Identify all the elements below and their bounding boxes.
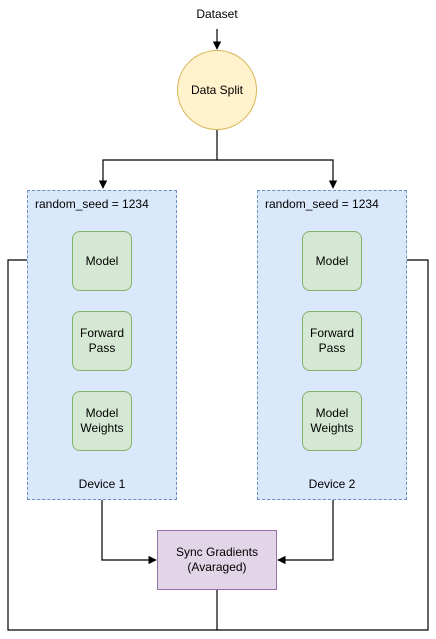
device-1-name-label: Device 1 [78, 477, 126, 491]
device-1-model-node: Model [72, 231, 132, 291]
device-2-weights-line2: Weights [310, 421, 354, 435]
device-2-name-label: Device 2 [308, 477, 356, 491]
split-to-branches-edge [98, 130, 218, 189]
sync-gradients-line1: Sync Gradients [175, 545, 259, 559]
data-split-node: Data Split [177, 50, 257, 130]
device-2-forward-line2: Pass [318, 341, 346, 355]
device-2-to-sync-edge [277, 500, 334, 565]
device-1-model-line1: Model [85, 253, 119, 268]
device-1-weights-line2: Weights [80, 421, 124, 435]
sync-gradients-node: Sync Gradients (Avaraged) [157, 530, 277, 590]
device-1-to-sync-edge [101, 500, 157, 565]
device-2-model-line1: Model [315, 253, 349, 268]
device-2-weights-line1: Model [315, 406, 349, 420]
sync-gradients-line2: (Avaraged) [187, 560, 247, 574]
device-1-forward-line1: Forward [79, 326, 124, 340]
device-2-forward-line1: Forward [309, 326, 354, 340]
dataset-label: Dataset [196, 7, 238, 21]
data-split-label: Data Split [190, 82, 244, 97]
device-2-model-node: Model [302, 231, 362, 291]
device-1-seed-label: random_seed = 1234 [35, 197, 149, 211]
device-1-model-weights-node: Model Weights [72, 391, 132, 451]
device-1-forward-line2: Pass [88, 341, 116, 355]
split-to-device-2-edge [217, 159, 338, 189]
device-2-forward-pass-node: Forward Pass [302, 311, 362, 371]
device-1-weights-line1: Model [85, 406, 119, 420]
device-2-seed-label: random_seed = 1234 [265, 197, 379, 211]
device-1-forward-pass-node: Forward Pass [72, 311, 132, 371]
device-2-model-weights-node: Model Weights [302, 391, 362, 451]
